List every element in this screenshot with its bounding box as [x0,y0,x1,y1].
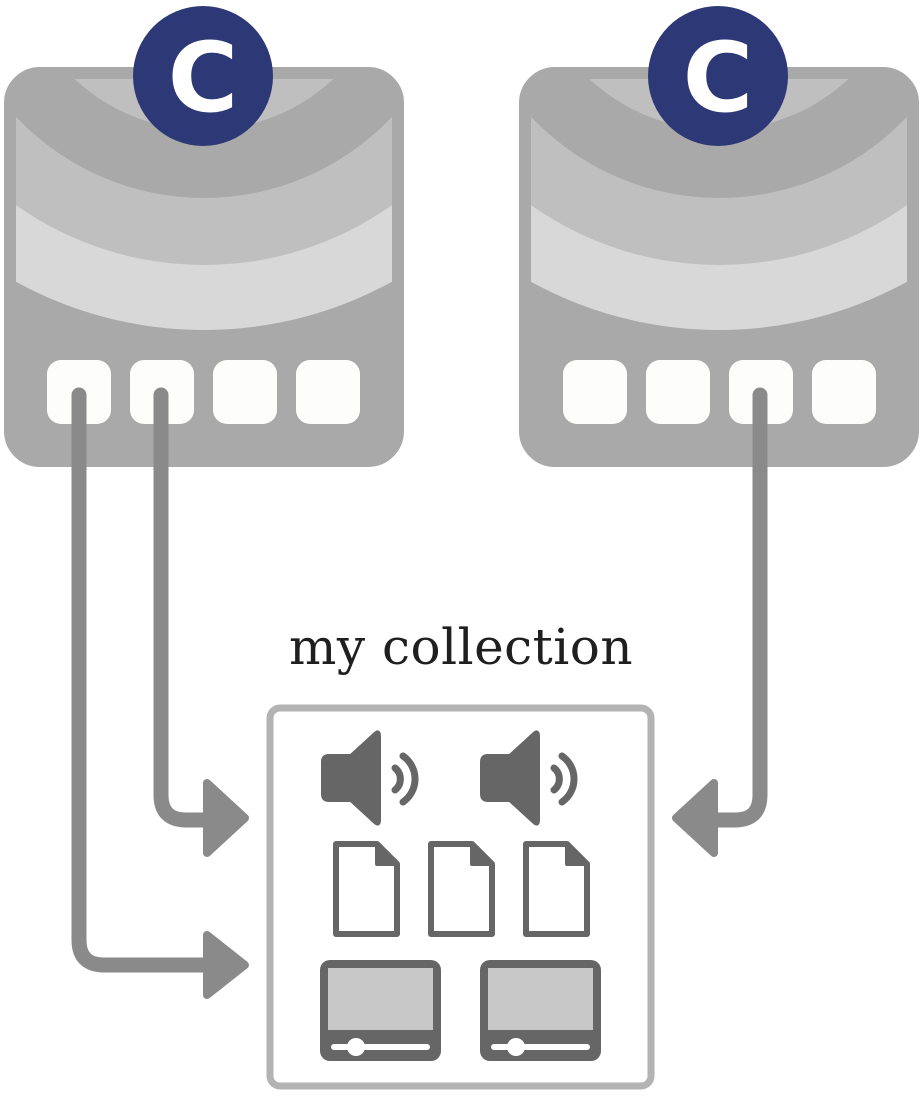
video-player-icon [480,960,601,1061]
arrowhead-left-inner [203,779,249,857]
badge-left-letter: C [168,22,238,134]
connectors [71,387,768,973]
speaker-icon [480,730,578,826]
source-device-right [519,67,919,467]
port-4 [812,360,876,424]
arrowhead-right [672,779,718,857]
badge-right: C [648,6,788,146]
port-2 [646,360,710,424]
port-4 [296,360,360,424]
port-1 [563,360,627,424]
connector-right [700,387,768,828]
arrowheads [203,779,718,999]
badge-left: C [133,6,273,146]
document-icon [333,841,400,937]
video-player-icon [320,960,441,1061]
document-icon [428,841,495,937]
arrowhead-left-outer [203,931,249,999]
source-device-left [4,67,404,467]
connector-left-inner [153,387,223,828]
port-3 [213,360,277,424]
document-icon [523,841,590,937]
badge-right-letter: C [683,22,753,134]
connector-left-outer [71,387,223,973]
collection-title: my collection [288,618,634,676]
speaker-icon [321,730,419,826]
